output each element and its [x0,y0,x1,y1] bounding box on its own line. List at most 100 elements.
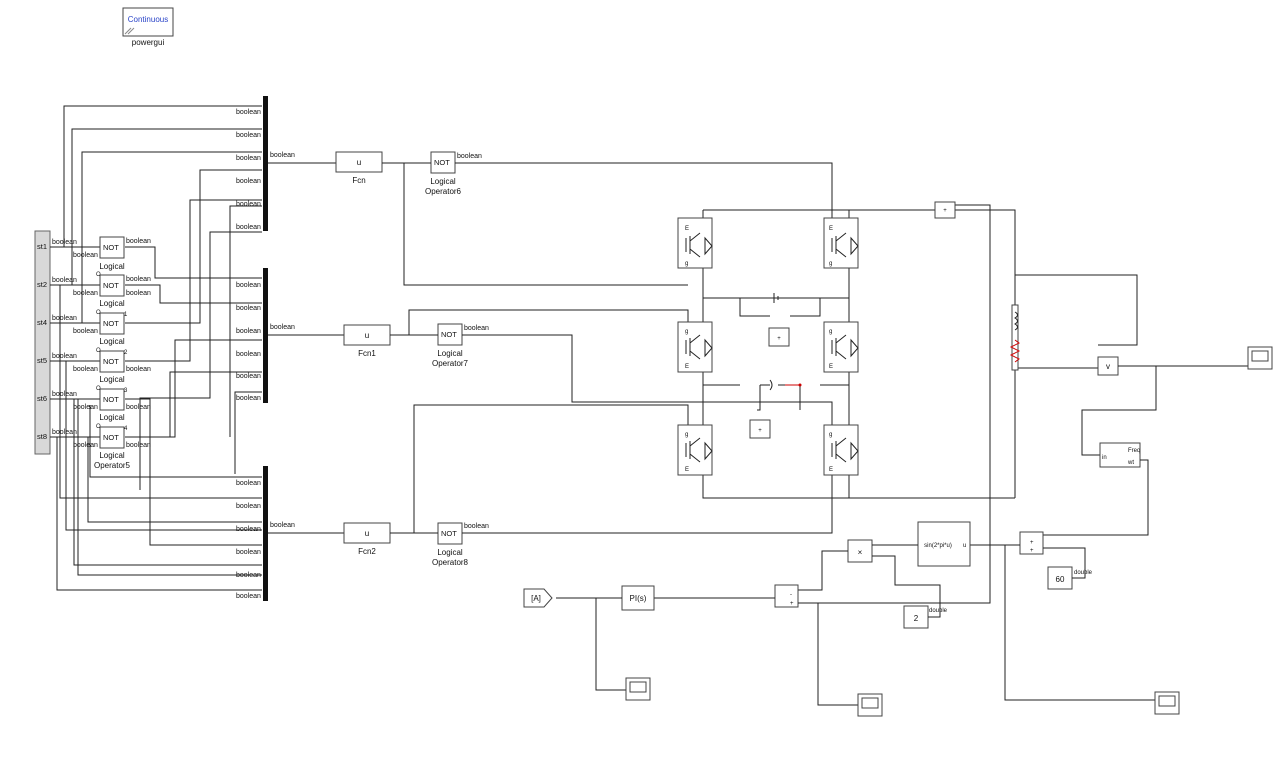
svg-text:boolean: boolean [126,366,151,373]
logical-operator8[interactable]: NOT Logical Operator8 [432,522,469,567]
svg-text:boolean: boolean [236,155,261,162]
svg-text:1: 1 [124,312,128,318]
svg-text:boolean: boolean [236,395,261,402]
svg-text:boolean: boolean [236,526,261,533]
svg-text:4: 4 [124,426,128,432]
mux-output-wires [268,162,344,534]
svg-text:Logical: Logical [437,548,463,557]
svg-text:Fcn: Fcn [352,176,365,185]
voltage-measure-2[interactable]: + [749,419,771,439]
svg-text:in: in [1102,455,1107,461]
svg-text:boolean: boolean [73,252,98,259]
scope-4[interactable] [1154,691,1180,715]
powergui-block[interactable]: Continuous powergui [122,7,174,47]
svg-text:boolean: boolean [236,178,261,185]
svg-text:g: g [829,261,832,267]
svg-text:NOT: NOT [103,357,119,366]
svg-text:g: g [829,432,832,438]
product-block[interactable]: × [847,539,873,563]
igbt-bottom-right[interactable]: g E [823,424,859,476]
svg-text:boolean: boolean [236,503,261,510]
svg-text:g: g [685,329,688,335]
not-block-4[interactable]: NOT Logical [99,350,125,384]
voltage-measure-v[interactable]: v [1097,356,1119,376]
svg-text:v: v [1106,362,1110,371]
svg-text:Logical: Logical [99,262,125,271]
const-60-block[interactable]: 60 double [1047,566,1093,590]
current-measure[interactable]: + [934,201,956,219]
svg-text:2: 2 [914,614,919,623]
not-block-5[interactable]: NOT Logical [99,388,125,422]
svg-text:Fcn2: Fcn2 [358,547,376,556]
svg-text:+: + [943,208,947,214]
svg-text:boolean: boolean [236,132,261,139]
sum-center-wiring [654,590,991,706]
const-2-block[interactable]: 2 double [903,605,948,629]
rl-load[interactable] [1009,304,1021,371]
svg-text:boolean: boolean [270,152,295,159]
svg-text:u: u [963,543,966,549]
inport-bus[interactable]: st1 st2 st4 st5 st6 st8 [34,230,51,455]
not-block-2[interactable]: NOT Logical [99,274,125,308]
svg-text:O: O [96,348,101,354]
svg-text:boolean: boolean [73,328,98,335]
svg-text:+: + [1030,540,1034,546]
svg-text:double: double [929,608,948,614]
svg-text:wt: wt [1127,460,1134,466]
sum-block-right[interactable]: + + [1019,531,1044,555]
svg-text:boolean: boolean [236,351,261,358]
sine-fcn-block[interactable]: sin(2*pi*u) u [917,521,971,567]
igbt-mid-left[interactable]: g E [677,321,713,373]
dc-source-icon [760,293,802,391]
goto-tag-A[interactable]: [A] [523,588,553,608]
igbt-bridge: E g E g g E g E g E [677,201,1138,590]
svg-text:NOT: NOT [103,319,119,328]
svg-text:+: + [777,336,781,342]
voltage-measure-1[interactable]: + [768,327,790,347]
gate-wiring [382,162,833,534]
pi-controller-block[interactable]: PI(s) [621,585,655,611]
fcn2-block[interactable]: u Fcn2 [343,522,391,556]
fcn-block[interactable]: u Fcn [335,151,383,185]
svg-text:NOT: NOT [103,281,119,290]
igbt-top-left[interactable]: E g [677,217,713,269]
not-block-1[interactable]: NOT Logical [99,236,125,271]
inport-st8: st8 [37,432,47,441]
mux-bar-2[interactable] [263,268,268,403]
svg-text:Fcn1: Fcn1 [358,349,376,358]
svg-text:Operator5: Operator5 [94,461,131,470]
svg-text:O: O [96,386,101,392]
scope-3[interactable] [857,693,883,717]
svg-text:Logical: Logical [437,349,463,358]
pi-wiring [556,597,626,691]
not-block-3[interactable]: NOT Logical [99,312,125,346]
svg-text:boolean: boolean [52,429,77,436]
igbt-mid-right[interactable]: g E [823,321,859,373]
scope-2[interactable] [625,677,651,701]
svg-text:NOT: NOT [441,330,457,339]
mux-bar-3[interactable] [263,466,268,601]
svg-text:Operator8: Operator8 [432,558,469,567]
svg-text:[A]: [A] [531,594,541,603]
svg-text:double: double [1074,570,1093,576]
svg-text:boolean: boolean [270,522,295,529]
svg-text:PI(s): PI(s) [630,594,647,603]
igbt-bottom-left[interactable]: g E [677,424,713,476]
svg-text:E: E [685,226,689,232]
scope-1[interactable] [1247,346,1273,370]
sum-block-center[interactable]: - + [774,584,799,608]
fcn1-block[interactable]: u Fcn1 [343,324,391,358]
svg-text:NOT: NOT [103,395,119,404]
svg-text:2: 2 [124,350,128,356]
svg-text:u: u [365,529,369,538]
igbt-top-right[interactable]: E g [823,217,859,269]
svg-text:g: g [685,432,688,438]
mux-input-labels: boolean boolean boolean boolean boolean … [236,109,261,600]
powergui-mode-text: Continuous [128,15,168,24]
not-block-6[interactable]: NOT Logical Operator5 [94,426,131,470]
mux-output-labels: boolean boolean boolean [270,152,295,529]
freq-estimator-block[interactable]: in Freq wt [1099,442,1141,468]
svg-text:boolean: boolean [52,315,77,322]
voltmeter-wiring [1081,365,1248,456]
mux-bar-1[interactable] [263,96,268,231]
